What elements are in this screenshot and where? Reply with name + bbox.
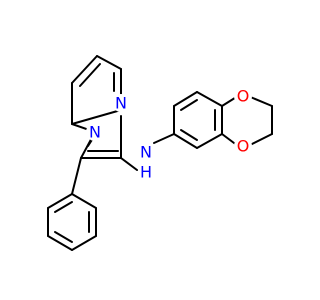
- atom-symbol: N: [89, 123, 101, 142]
- atom-labels: N N N H O O: [86, 87, 252, 182]
- bond: [79, 63, 101, 87]
- bond: [71, 157, 82, 195]
- atom-n-fused: N: [112, 94, 130, 113]
- bond: [247, 95, 273, 107]
- bond: [71, 55, 98, 84]
- bond: [54, 231, 73, 243]
- atom-symbol: O: [237, 87, 250, 106]
- atom-o-bottom: O: [234, 137, 252, 156]
- atom-o-top: O: [234, 87, 252, 106]
- bond: [173, 133, 198, 149]
- atom-n-ring: N: [86, 123, 104, 142]
- bond: [96, 55, 122, 70]
- bond: [196, 133, 223, 149]
- bond: [196, 91, 223, 107]
- atom-symbol: H: [140, 163, 152, 182]
- bond: [120, 157, 138, 171]
- bond: [54, 201, 73, 213]
- bond: [47, 193, 73, 209]
- bond: [71, 193, 97, 209]
- atom-nh: N H: [137, 143, 155, 182]
- bond: [180, 99, 198, 111]
- bond: [71, 109, 122, 125]
- bonds: [47, 55, 273, 251]
- atom-symbol: N: [115, 94, 127, 113]
- bond: [173, 91, 198, 107]
- atom-symbol: O: [237, 137, 250, 156]
- bond: [153, 133, 175, 144]
- chemical-structure: N N N H O O: [47, 55, 273, 251]
- bond: [180, 129, 198, 141]
- atom-symbol: N: [140, 143, 152, 162]
- bond: [247, 133, 273, 147]
- bond: [71, 235, 97, 251]
- bond: [47, 235, 73, 251]
